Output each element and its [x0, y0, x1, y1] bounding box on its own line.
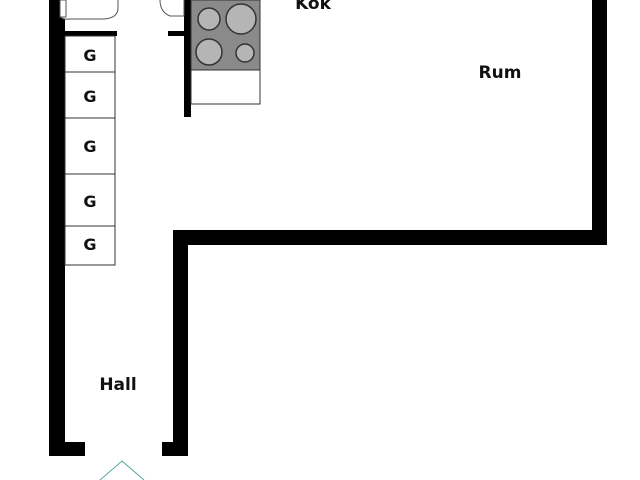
wardrobe-label: G [83, 235, 96, 254]
burner-icon [195, 38, 223, 66]
wall-hall-right [173, 230, 188, 456]
sink-icon [159, 0, 185, 17]
wardrobe-label: G [83, 192, 96, 211]
wardrobe [64, 173, 116, 227]
burner-icon [197, 7, 221, 31]
bathroom-fixtures [59, 0, 185, 20]
wardrobe-label: G [83, 46, 96, 65]
burner-icon [235, 43, 255, 63]
room-label-hall: Hall [99, 375, 136, 395]
entrance-door-swing-icon [99, 460, 145, 480]
wall-kitchen [184, 0, 191, 117]
wall-right [592, 0, 607, 245]
kitchen-stove [190, 0, 261, 105]
wardrobe [64, 71, 116, 119]
walls [49, 0, 607, 456]
wall-left [49, 0, 65, 456]
partition-top [65, 31, 117, 36]
oven-counter [190, 69, 261, 105]
toilet-icon [59, 0, 119, 20]
partition-kitchen-stub [168, 31, 188, 36]
wardrobe [64, 117, 116, 175]
wardrobe [64, 35, 116, 73]
room-label-kitchen: Kök [295, 0, 332, 14]
toilet-tank [59, 0, 67, 18]
wardrobe-label: G [83, 137, 96, 156]
room-label-living: Rum [479, 63, 522, 83]
wall-room-bottom [173, 230, 607, 245]
wall-bottom-left [49, 442, 85, 456]
wardrobe-label: G [83, 87, 96, 106]
wardrobes: G G G G G [64, 35, 116, 266]
wardrobe [64, 225, 116, 266]
burner-icon [225, 3, 257, 35]
